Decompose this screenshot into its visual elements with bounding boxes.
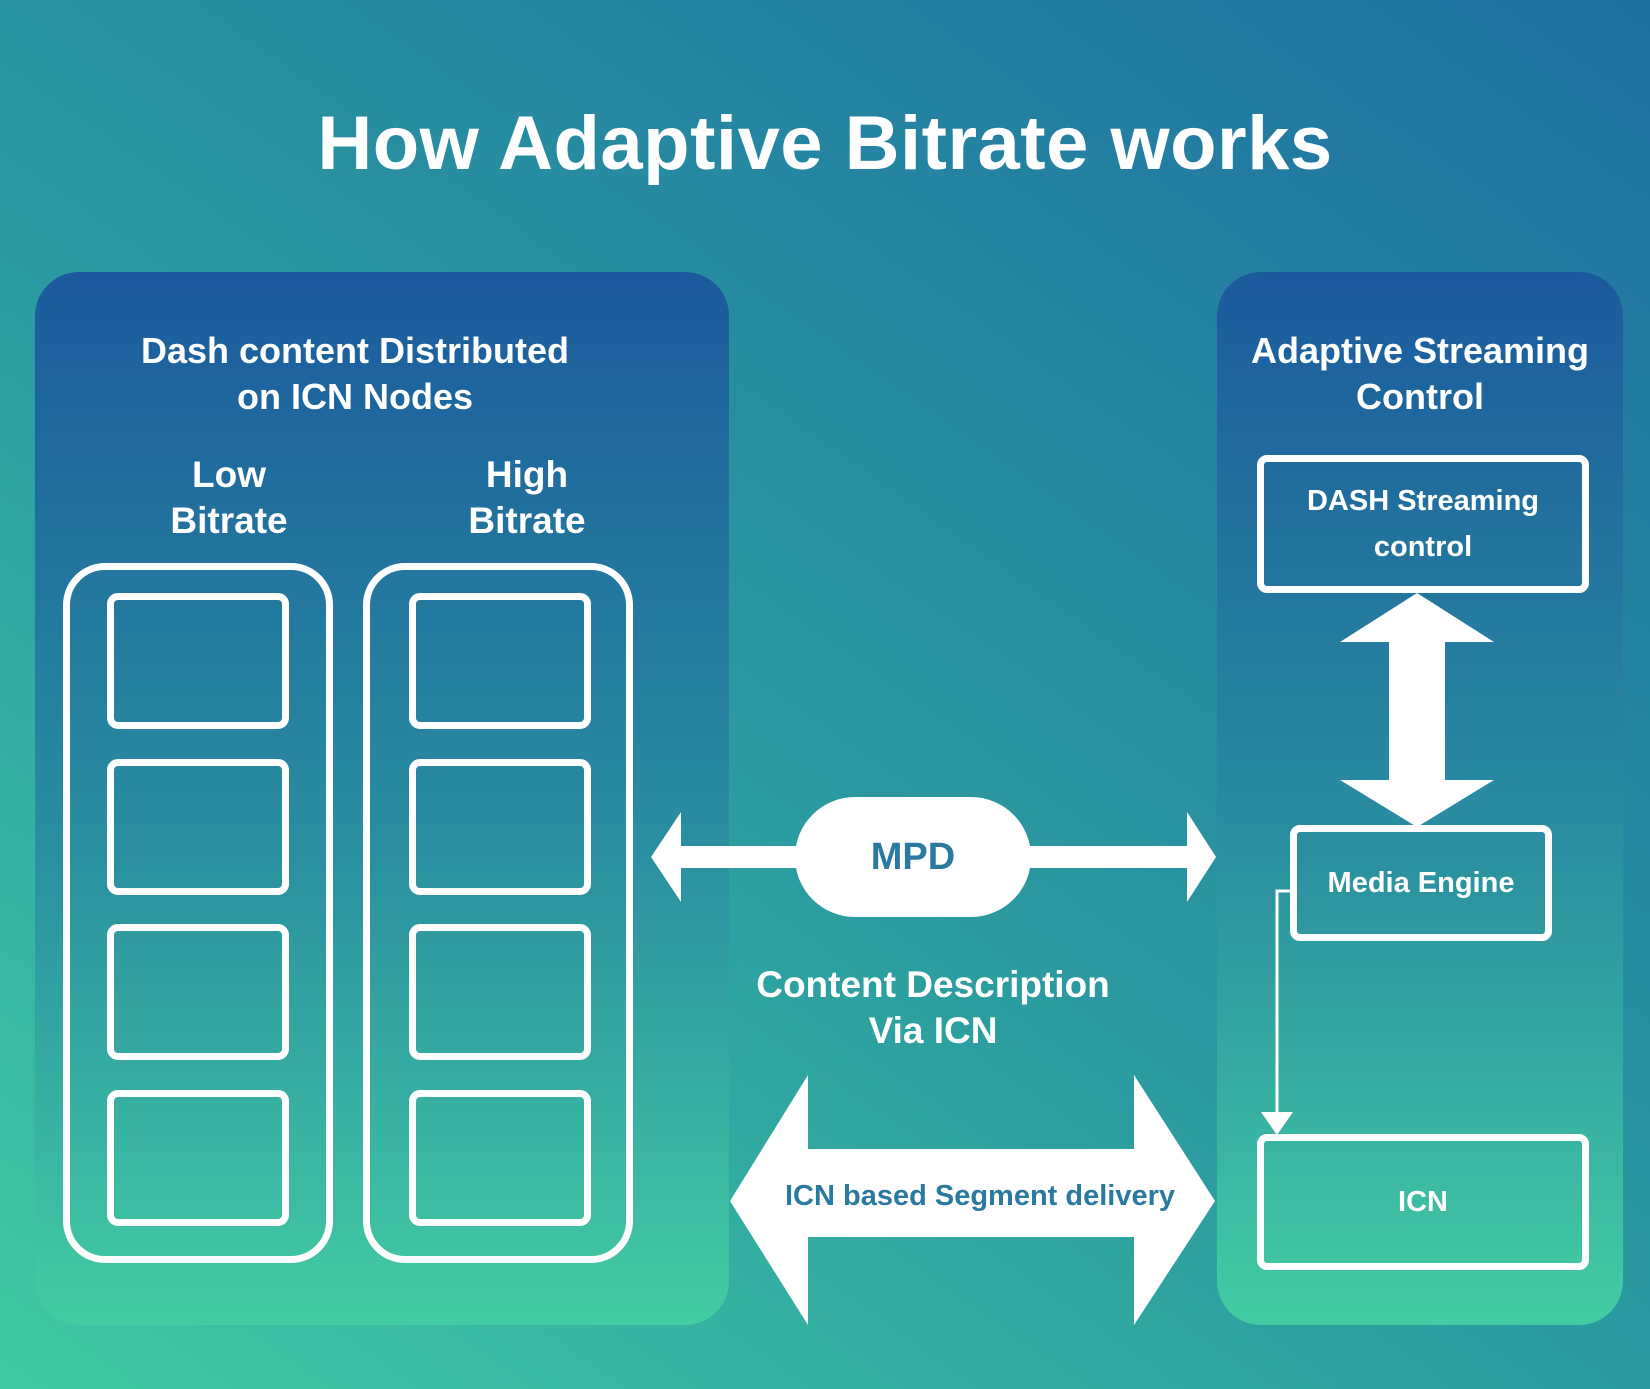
content-description-line2: Via ICN	[868, 1010, 998, 1051]
adaptive-streaming-title-line1: Adaptive Streaming	[1250, 330, 1590, 371]
low-bitrate-segment	[107, 593, 289, 729]
low-bitrate-label-line1: Low	[192, 454, 266, 495]
high-bitrate-column	[363, 563, 633, 1263]
mpd-label: MPD	[870, 835, 956, 878]
low-bitrate-column	[63, 563, 333, 1263]
high-bitrate-segment	[409, 924, 591, 1060]
vertical-double-arrow-icon	[1340, 593, 1494, 827]
dash-streaming-control-line1: DASH Streaming	[1306, 485, 1540, 517]
icn-nodes-title-line1: Dash content Distributed	[140, 330, 570, 371]
low-bitrate-segment	[107, 1090, 289, 1226]
mpd-pill: MPD	[795, 797, 1031, 917]
high-bitrate-segment	[409, 1090, 591, 1226]
content-description-text: Content Description Via ICN	[700, 962, 1166, 1054]
icn-box: ICN	[1257, 1134, 1589, 1270]
icn-label: ICN	[1398, 1185, 1448, 1218]
adaptive-streaming-title-line2: Control	[1356, 376, 1484, 417]
media-engine-to-icn-connector	[1275, 889, 1290, 1118]
content-description-line1: Content Description	[756, 964, 1110, 1005]
dash-streaming-control-box: DASH Streaming control	[1257, 455, 1589, 593]
segment-delivery-double-arrow-icon	[730, 1075, 1215, 1325]
low-bitrate-label-line2: Bitrate	[170, 500, 288, 541]
diagram-title: How Adaptive Bitrate works	[317, 101, 1333, 186]
low-bitrate-segment	[107, 924, 289, 1060]
adaptive-streaming-panel-title: Adaptive Streaming Control	[1217, 328, 1623, 420]
icn-nodes-panel: Dash content Distributed on ICN Nodes Lo…	[35, 272, 729, 1325]
icn-nodes-title-line2: on ICN Nodes	[236, 376, 473, 417]
dash-streaming-control-line2: control	[1373, 531, 1473, 563]
media-engine-label: Media Engine	[1327, 866, 1515, 899]
icn-nodes-panel-title: Dash content Distributed on ICN Nodes	[35, 328, 675, 420]
media-engine-box: Media Engine	[1290, 825, 1552, 941]
low-bitrate-segment	[107, 759, 289, 895]
connector-arrowhead-icon	[1261, 1112, 1293, 1135]
high-bitrate-label-line1: High	[485, 454, 569, 495]
low-bitrate-label: Low Bitrate	[97, 452, 361, 544]
high-bitrate-label-line2: Bitrate	[468, 500, 586, 541]
high-bitrate-segment	[409, 759, 591, 895]
high-bitrate-segment	[409, 593, 591, 729]
high-bitrate-label: High Bitrate	[395, 452, 659, 544]
segment-delivery-label: ICN based Segment delivery	[784, 1180, 1176, 1212]
